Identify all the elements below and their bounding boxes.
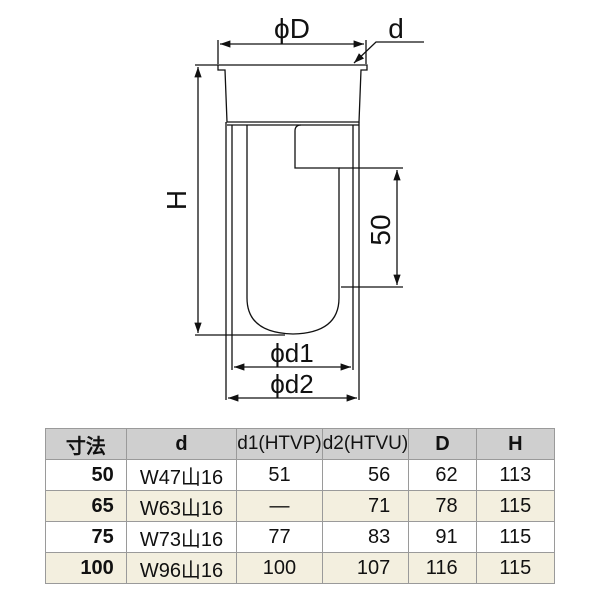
table-row: 75 W73山16 77 83 91 115: [45, 521, 556, 553]
label-d2: ϕd2: [270, 369, 313, 399]
col-header-d1: d1(HTVP): [236, 428, 323, 460]
label-height: H: [161, 190, 192, 210]
cell-d2: 83: [321, 521, 410, 553]
cell-d1: 77: [236, 521, 323, 553]
cell-size: 50: [45, 459, 127, 491]
cell-D: 62: [408, 459, 477, 491]
cell-D: 116: [408, 552, 477, 584]
label-outer-diameter: ϕD: [274, 13, 310, 44]
cell-H: 115: [475, 552, 556, 584]
label-offset: 50: [365, 214, 396, 245]
cell-d2: 107: [321, 552, 410, 584]
cell-d2: 71: [321, 490, 410, 522]
technical-drawing: ϕD d H 50 ϕd1 ϕd2: [161, 13, 424, 402]
col-header-size: 寸法: [45, 428, 127, 460]
cell-H: 115: [475, 490, 556, 522]
cell-d: W73山16: [125, 521, 238, 553]
cell-d1: —: [236, 490, 323, 522]
dimension-table: 寸法 d d1(HTVP) d2(HTVU) D H 50 W47山16 51 …: [45, 428, 556, 584]
cell-size: 65: [45, 490, 127, 522]
cell-size: 100: [45, 552, 127, 584]
cell-d: W96山16: [125, 552, 238, 584]
table-header-row: 寸法 d d1(HTVP) d2(HTVU) D H: [45, 428, 556, 460]
table-row: 100 W96山16 100 107 116 115: [45, 552, 556, 584]
cell-d1: 51: [236, 459, 323, 491]
label-thread: d: [388, 13, 404, 44]
col-header-d: d: [125, 428, 238, 460]
cell-D: 78: [408, 490, 477, 522]
col-header-D: D: [408, 428, 477, 460]
table-row: 65 W63山16 — 71 78 115: [45, 490, 556, 522]
cell-d: W47山16: [125, 459, 238, 491]
cell-H: 115: [475, 521, 556, 553]
inner-body: [246, 124, 340, 335]
col-header-H: H: [475, 428, 556, 460]
cell-H: 113: [475, 459, 556, 491]
label-d1: ϕd1: [270, 338, 313, 368]
cell-size: 75: [45, 521, 127, 553]
cell-D: 91: [408, 521, 477, 553]
cell-d: W63山16: [125, 490, 238, 522]
cell-d2: 56: [321, 459, 410, 491]
table-row: 50 W47山16 51 56 62 113: [45, 459, 556, 491]
flange: [217, 64, 368, 123]
col-header-d2: d2(HTVU): [321, 428, 410, 460]
cell-d1: 100: [236, 552, 323, 584]
